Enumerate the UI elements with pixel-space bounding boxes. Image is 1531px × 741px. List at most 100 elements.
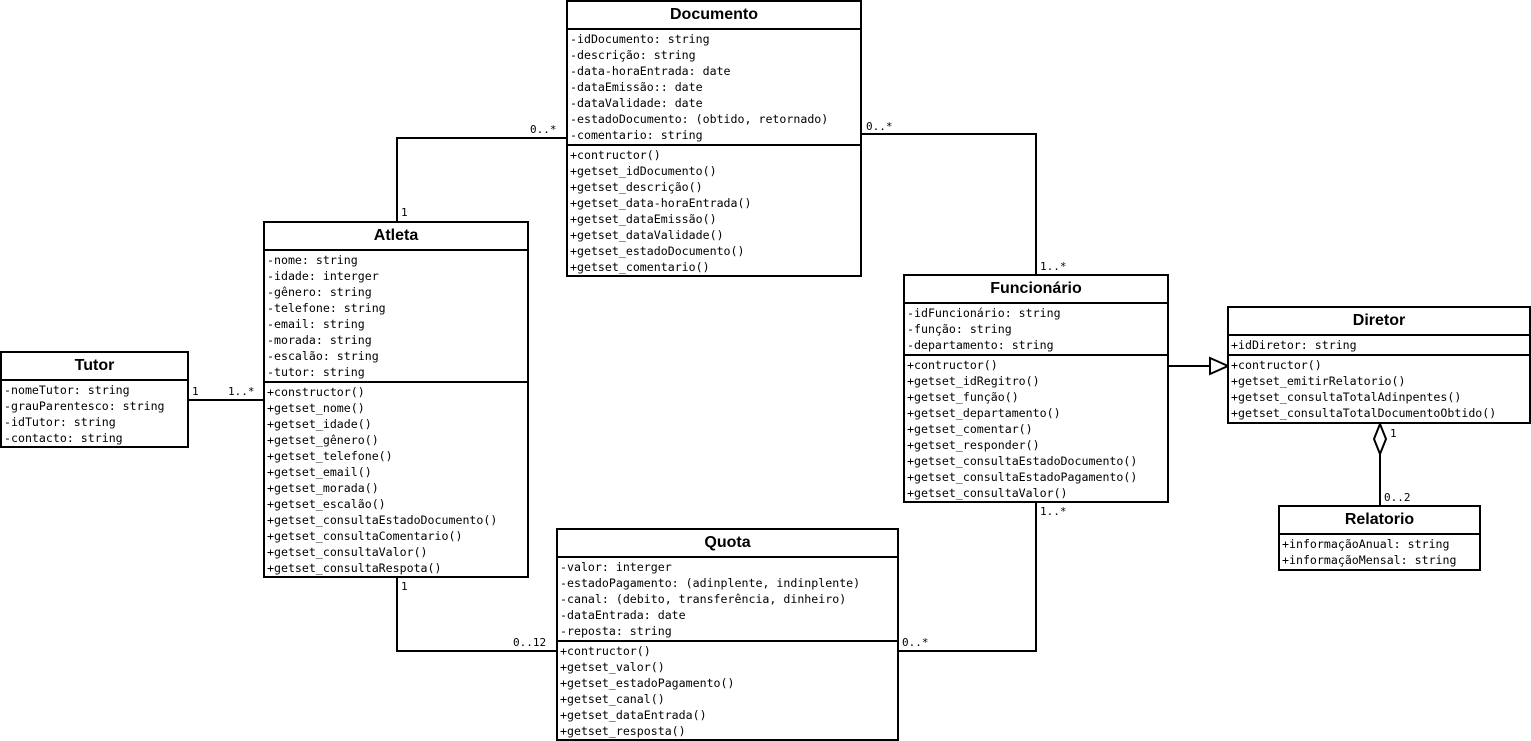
class-documento[interactable]: Documento -idDocumento: string -descrição… <box>566 0 862 277</box>
class-title: Relatorio <box>1280 507 1479 535</box>
attribute: -email: string <box>267 317 365 331</box>
attributes-section: -nomeTutor: string-grauParentesco: strin… <box>2 381 187 446</box>
attribute: -idTutor: string <box>4 415 116 429</box>
method: +contructor() <box>570 148 661 162</box>
method: +getset_descrição() <box>570 180 703 194</box>
method: +getset_consultaTotalAdinpentes() <box>1231 390 1462 404</box>
attribute: -morada: string <box>267 333 372 347</box>
method: +getset_consultaTotalDocumentoObtido() <box>1231 406 1497 420</box>
method: +getset_dataValidade() <box>570 228 724 242</box>
attribute: -dataEntrada: date <box>560 608 686 622</box>
attribute: -reposta: string <box>560 624 672 638</box>
method: +getset_responder() <box>907 438 1040 452</box>
multiplicity-label: 1..* <box>228 385 255 398</box>
attributes-section: -idFuncionário: string -função: string -de… <box>905 304 1167 354</box>
method: +getset_consultaEstadoDocumento() <box>267 513 498 527</box>
attributes-section: +idDiretor: string <box>1229 336 1529 354</box>
multiplicity-label: 0..* <box>902 636 929 649</box>
class-title: Funcionário <box>905 276 1167 304</box>
method: +getset_resposta() <box>560 724 686 738</box>
method: +getset_data-horaEntrada() <box>570 196 752 210</box>
method: +getset_valor() <box>560 660 665 674</box>
attribute: -valor: interger <box>560 560 672 574</box>
class-relatorio[interactable]: Relatorio +informaçãoAnual: string+infor… <box>1278 505 1481 571</box>
attribute: -gênero: string <box>267 285 372 299</box>
multiplicity-label: 1 <box>401 580 408 593</box>
methods-section: +constructor() +getset_nome() +getset_idad… <box>265 381 527 576</box>
method: +getset_departamento() <box>907 406 1061 420</box>
methods-section: +contructor()+getset_idDocumento()+getse… <box>568 144 860 275</box>
attribute: -descrição: string <box>570 48 696 62</box>
attributes-section: +informaçãoAnual: string +informaçãoMensa… <box>1280 535 1479 569</box>
attribute: -nomeTutor: string <box>4 383 130 397</box>
class-title: Diretor <box>1229 308 1529 336</box>
attribute: -dataValidade: date <box>570 96 703 110</box>
attribute: +informaçãoMensal: string <box>1282 553 1457 567</box>
method: +contructor() <box>1231 358 1322 372</box>
method: +getset_consultaRespota() <box>267 561 442 575</box>
method: +getset_comentario() <box>570 260 710 274</box>
method: +getset_consultaValor() <box>907 486 1068 500</box>
method: +getset_estadoDocumento() <box>570 244 745 258</box>
multiplicity-label: 1 <box>401 206 408 219</box>
method: +getset_idRegitro() <box>907 374 1040 388</box>
class-atleta[interactable]: Atleta -nome: string -idade: interger -gên… <box>263 221 529 578</box>
class-title: Tutor <box>2 353 187 381</box>
method: +getset_nome() <box>267 401 365 415</box>
method: +getset_consultaEstadoDocumento() <box>907 454 1138 468</box>
attribute: +informaçãoAnual: string <box>1282 537 1450 551</box>
method: +getset_idade() <box>267 417 372 431</box>
attribute: -função: string <box>907 322 1012 336</box>
class-quota[interactable]: Quota -valor: interger -estadoPagamento: … <box>556 528 899 741</box>
class-title: Atleta <box>265 223 527 251</box>
method: +getset_morada() <box>267 481 379 495</box>
multiplicity-label: 0..* <box>530 123 557 136</box>
attribute: -canal: (debito, transferência, dinheiro… <box>560 592 847 606</box>
class-funcionario[interactable]: Funcionário -idFuncionário: string -funçã… <box>903 274 1169 503</box>
methods-section: +contructor() +getset_emitirRelatorio() +g… <box>1229 354 1529 422</box>
multiplicity-label: 1..* <box>1040 505 1067 518</box>
attribute: -estadoDocumento: (obtido, retornado) <box>570 112 829 126</box>
method: +getset_estadoPagamento() <box>560 676 735 690</box>
class-tutor[interactable]: Tutor -nomeTutor: string-grauParentesco:… <box>0 351 189 448</box>
method: +getset_dataEntrada() <box>560 708 707 722</box>
attributes-section: -nome: string -idade: interger -gênero: st… <box>265 251 527 381</box>
method: +getset_canal() <box>560 692 665 706</box>
methods-section: +contructor() +getset_idRegitro() +getset_… <box>905 354 1167 501</box>
multiplicity-label: 0..* <box>866 120 893 133</box>
multiplicity-label: 1 <box>192 385 199 398</box>
method: +contructor() <box>560 644 651 658</box>
methods-section: +contructor() +getset_valor() +getset_esta… <box>558 640 897 739</box>
multiplicity-label: 1..* <box>1040 260 1067 273</box>
attribute: -idFuncionário: string <box>907 306 1061 320</box>
method: +getset_emitirRelatorio() <box>1231 374 1406 388</box>
method: +getset_consultaValor() <box>267 545 428 559</box>
method: +getset_comentar() <box>907 422 1033 436</box>
association-documento-funcionario <box>861 133 1037 275</box>
method: +getset_consultaComentario() <box>267 529 463 543</box>
aggregation-diamond-icon <box>1372 421 1388 457</box>
generalization-arrow-icon <box>1209 356 1231 376</box>
method: +constructor() <box>267 385 365 399</box>
multiplicity-label: 0..12 <box>513 636 547 649</box>
attribute: -contacto: string <box>4 431 123 445</box>
attribute: -departamento: string <box>907 338 1054 352</box>
class-title: Documento <box>568 2 860 30</box>
attribute: -estadoPagamento: (adinplente, indinplen… <box>560 576 861 590</box>
method: +getset_telefone() <box>267 449 393 463</box>
association-quota-funcionario <box>898 502 1037 652</box>
method: +getset_dataEmissão() <box>570 212 717 226</box>
attributes-section: -valor: interger -estadoPagamento: (adinp… <box>558 558 897 640</box>
method: +contructor() <box>907 358 998 372</box>
association-atleta-quota <box>396 577 557 652</box>
attributes-section: -idDocumento: string -descrição: string -d… <box>568 30 860 144</box>
attribute: -idDocumento: string <box>570 32 710 46</box>
attribute: -telefone: string <box>267 301 386 315</box>
attribute: -nome: string <box>267 253 358 267</box>
attribute: -tutor: string <box>267 365 365 379</box>
class-title: Quota <box>558 530 897 558</box>
class-diretor[interactable]: Diretor +idDiretor: string +contructor()… <box>1227 306 1531 424</box>
attribute: -idade: interger <box>267 269 379 283</box>
